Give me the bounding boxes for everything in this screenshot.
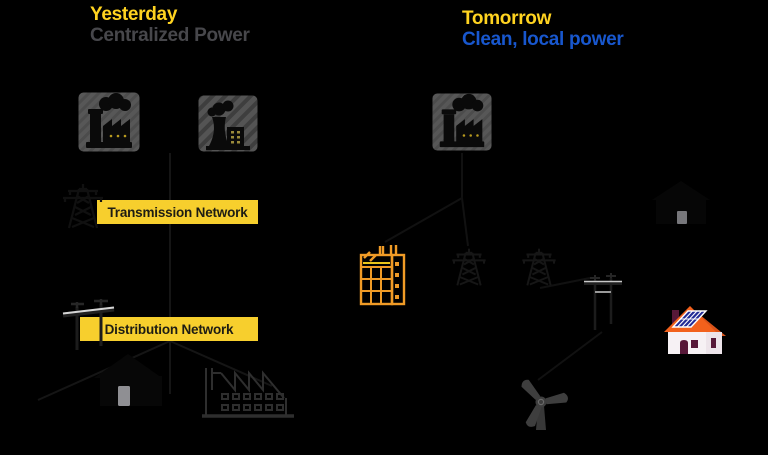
left-title: Yesterday [90,4,178,25]
transmission-tower-icon [452,248,486,286]
utility-pole-icon [584,273,622,330]
transmission-network-label-text: Transmission Network [107,204,248,220]
front-window [691,340,698,348]
distribution-network-label: Distribution Network [80,317,258,341]
apartment-building-icon [359,245,406,306]
transmission-tower-icon [63,184,103,229]
left-title-block: Yesterday Centralized Power [90,4,250,46]
utility-pole-icon [62,299,115,350]
factory-icon [78,92,140,152]
solar-panel [671,310,708,328]
right-title-block: Tomorrow Clean, local power [462,8,624,50]
factory-building-icon [202,368,294,418]
transmission-network-label: Transmission Network [97,200,258,224]
nuclear-plant-icon [198,95,258,152]
left-subtitle: Centralized Power [90,25,250,46]
right-title: Tomorrow [462,8,552,29]
right-subtitle: Clean, local power [462,29,624,50]
house-icon [652,181,710,224]
house-door [680,340,688,354]
house-door [677,211,687,224]
solar-house-icon [664,306,726,354]
side-window [711,338,716,348]
transmission-tower-icon [522,248,556,286]
house-door [118,386,130,406]
wind-turbine-icon [519,378,569,430]
factory-icon [432,93,492,151]
house-icon [94,354,162,406]
chimney [672,310,679,328]
distribution-network-label-text: Distribution Network [104,321,234,337]
